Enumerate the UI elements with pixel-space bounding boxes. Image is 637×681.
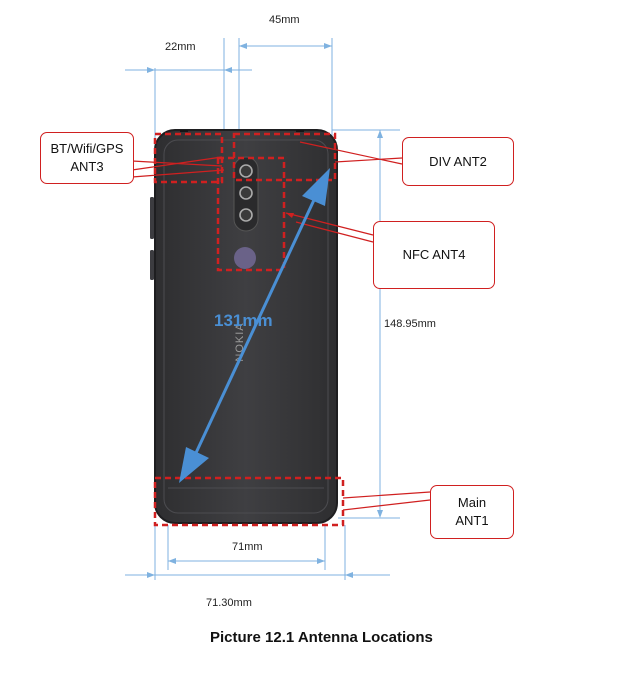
callout-ant2-label: DIV ANT2 <box>429 153 487 169</box>
callout-ant4-label: NFC ANT4 <box>402 247 466 263</box>
callout-ant3-line2: ANT3 <box>70 159 104 174</box>
callout-bt-wifi-gps-ant3: BT/Wifi/GPS ANT3 <box>40 132 134 184</box>
antenna-zones <box>153 132 345 527</box>
callout-ant1-line2: ANT1 <box>455 513 489 528</box>
dimension-arrowheads <box>147 43 383 578</box>
dimension-131mm: 131mm <box>214 311 273 330</box>
dimension-148-95mm: 148.95mm <box>384 318 436 330</box>
phone-back <box>150 129 338 524</box>
callout-div-ant2: DIV ANT2 <box>402 137 514 186</box>
callout-nfc-ant4: NFC ANT4 <box>373 221 495 289</box>
diagonal-arrow <box>179 168 330 483</box>
dimension-22mm: 22mm <box>165 41 196 53</box>
callout-ant3-line1: BT/Wifi/GPS <box>50 141 124 157</box>
zone-ant1 <box>153 476 345 527</box>
dimension-71-30mm: 71.30mm <box>206 597 252 609</box>
dimension-45mm: 45mm <box>269 14 300 26</box>
callout-main-ant1: Main ANT1 <box>430 485 514 539</box>
camera-module <box>233 156 259 232</box>
leader-lines <box>131 141 431 511</box>
leader-arrowheads <box>286 213 294 218</box>
fingerprint-sensor <box>234 247 256 269</box>
dimension-71mm: 71mm <box>232 541 263 553</box>
figure-caption: Picture 12.1 Antenna Locations <box>210 629 433 646</box>
zone-ant4 <box>216 156 286 272</box>
callout-ant1-line1: Main <box>457 495 487 511</box>
